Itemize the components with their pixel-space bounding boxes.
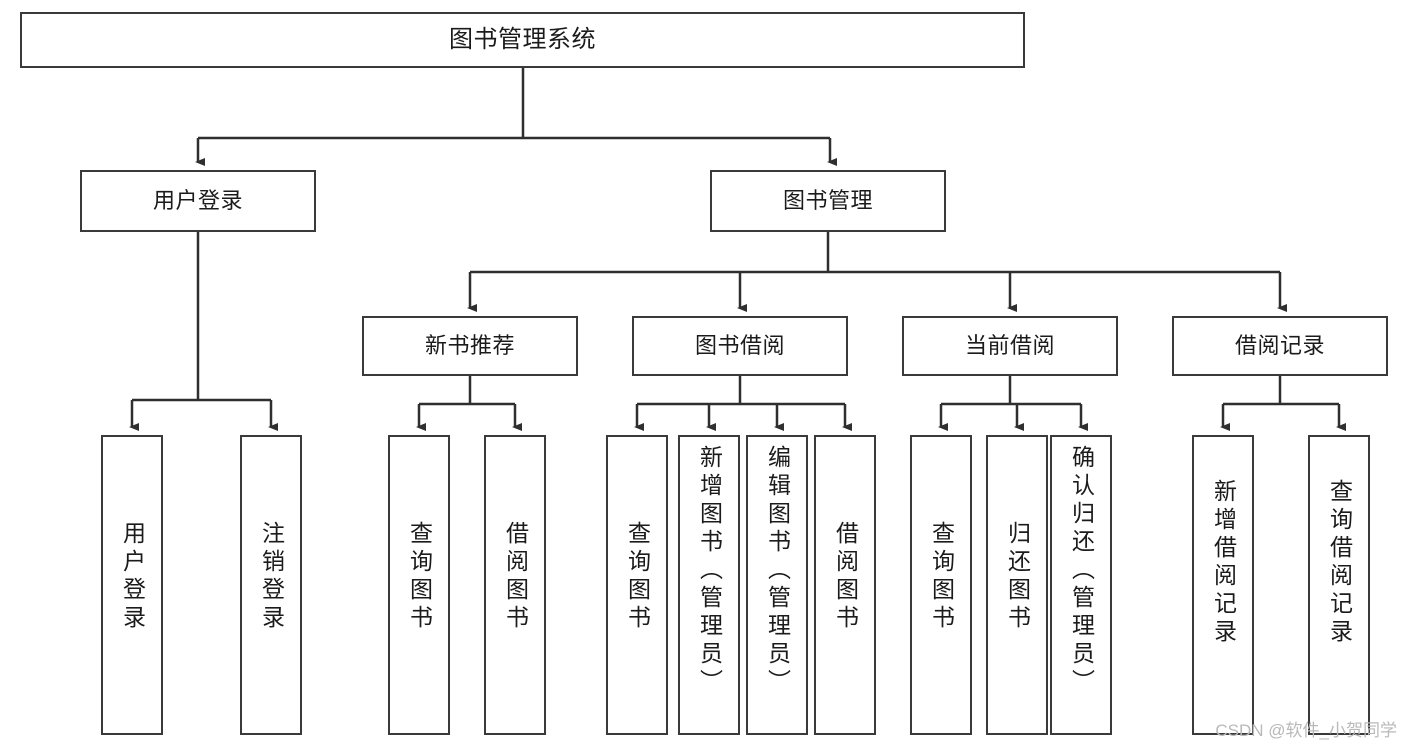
node-root[interactable]: 图书管理系统 [20, 12, 1025, 68]
node-leaf-return-book-label: 归还图书 [1004, 521, 1031, 633]
node-borrow-record-label: 借阅记录 [1234, 333, 1325, 359]
node-borrow-record[interactable]: 借阅记录 [1172, 316, 1388, 376]
node-leaf-query-book-rec[interactable]: 查询图书 [388, 435, 450, 735]
csdn-watermark: CSDN @软件_小贺同学 [1215, 721, 1397, 740]
node-leaf-query-book-borrow[interactable]: 查询图书 [606, 435, 668, 735]
node-leaf-add-book-label: 新增图书（管理员） [696, 445, 723, 697]
node-leaf-user-login-label: 用户登录 [119, 521, 146, 633]
node-current-borrow[interactable]: 当前借阅 [902, 316, 1118, 376]
node-leaf-confirm-return[interactable]: 确认归还（管理员） [1050, 435, 1112, 735]
node-new-book-recommend[interactable]: 新书推荐 [362, 316, 578, 376]
node-user-login-label: 用户登录 [152, 188, 243, 214]
node-leaf-borrow-book-rec-label: 借阅图书 [502, 521, 529, 633]
node-leaf-confirm-return-label: 确认归还（管理员） [1068, 445, 1095, 697]
node-book-borrow-label: 图书借阅 [694, 333, 785, 359]
node-leaf-query-book-rec-label: 查询图书 [406, 521, 433, 633]
node-leaf-edit-book-label: 编辑图书（管理员） [764, 445, 791, 697]
node-leaf-add-borrow-record-label: 新增借阅记录 [1210, 479, 1237, 647]
node-leaf-logout[interactable]: 注销登录 [240, 435, 302, 735]
node-leaf-borrow-book-label: 借阅图书 [832, 521, 859, 633]
node-leaf-query-book-borrow-label: 查询图书 [624, 521, 651, 633]
node-leaf-query-book-current[interactable]: 查询图书 [910, 435, 972, 735]
node-leaf-borrow-book[interactable]: 借阅图书 [814, 435, 876, 735]
node-root-label: 图书管理系统 [449, 26, 596, 54]
node-user-login[interactable]: 用户登录 [80, 170, 316, 232]
node-leaf-query-borrow-record[interactable]: 查询借阅记录 [1308, 435, 1370, 735]
node-leaf-add-book[interactable]: 新增图书（管理员） [678, 435, 740, 735]
node-leaf-edit-book[interactable]: 编辑图书（管理员） [746, 435, 808, 735]
node-book-manage-label: 图书管理 [782, 188, 873, 214]
node-book-borrow[interactable]: 图书借阅 [632, 316, 848, 376]
node-leaf-user-login[interactable]: 用户登录 [101, 435, 163, 735]
node-leaf-return-book[interactable]: 归还图书 [986, 435, 1048, 735]
node-leaf-query-book-current-label: 查询图书 [928, 521, 955, 633]
node-leaf-borrow-book-rec[interactable]: 借阅图书 [484, 435, 546, 735]
node-leaf-logout-label: 注销登录 [258, 521, 285, 633]
node-leaf-add-borrow-record[interactable]: 新增借阅记录 [1192, 435, 1254, 735]
node-leaf-query-borrow-record-label: 查询借阅记录 [1326, 479, 1353, 647]
node-current-borrow-label: 当前借阅 [964, 333, 1055, 359]
node-book-manage[interactable]: 图书管理 [710, 170, 946, 232]
node-new-book-recommend-label: 新书推荐 [424, 333, 515, 359]
